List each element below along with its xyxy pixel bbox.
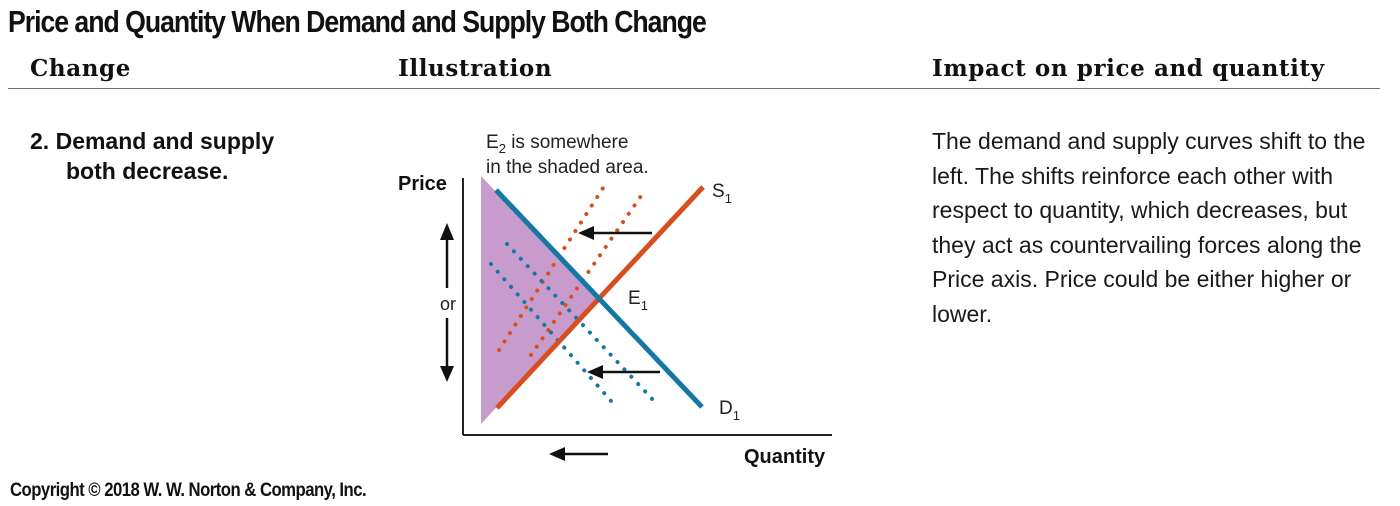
page-title: Price and Quantity When Demand and Suppl…: [8, 4, 707, 39]
impact-description: The demand and supply curves shift to th…: [932, 128, 1366, 327]
column-header-change: Change: [30, 55, 131, 82]
e2-note-line-2: in the shaded area.: [486, 157, 649, 178]
price-down-arrow: [440, 318, 454, 382]
shifted-supply-curve-2: [529, 194, 643, 357]
e2-note-line-1: E2 is somewhere: [486, 132, 628, 156]
quantity-decrease-arrow: [549, 447, 608, 461]
change-line-1: Demand and supply: [55, 128, 275, 154]
demand-label-d1: D1: [719, 398, 740, 423]
price-axis-label: Price: [398, 173, 447, 195]
change-line-2: both decrease.: [66, 158, 229, 184]
or-label: or: [440, 294, 456, 314]
change-description: 2. Demand and supply both decrease.: [30, 126, 360, 186]
supply-label-s1: S1: [712, 181, 732, 206]
column-header-impact: Impact on price and quantity: [932, 55, 1325, 82]
column-header-illustration: Illustration: [398, 55, 553, 82]
shaded-area: [481, 176, 597, 424]
demand-shift-arrow: [587, 365, 660, 379]
price-up-arrow: [440, 223, 454, 288]
demand-curve-d1: [494, 188, 704, 409]
shifted-demand-curve-2: [505, 242, 657, 404]
quantity-axis-label: Quantity: [744, 446, 826, 468]
copyright-notice: Copyright © 2018 W. W. Norton & Company,…: [10, 480, 367, 501]
header-divider: [8, 88, 1380, 89]
equilibrium-label-e1: E1: [628, 288, 648, 313]
shifted-demand-curve-1: [489, 262, 614, 404]
row-number: 2.: [30, 128, 50, 154]
shifted-supply-curve-1: [497, 186, 605, 352]
supply-shift-arrow: [578, 226, 652, 240]
